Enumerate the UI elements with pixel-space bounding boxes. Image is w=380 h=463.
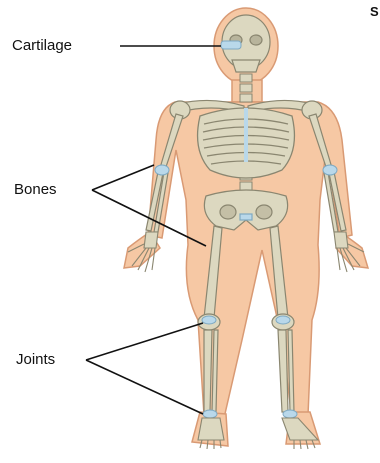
ankle-joint-right [203, 410, 217, 418]
corner-letter: S [370, 4, 379, 19]
ankle-joint-left [283, 410, 297, 418]
bones-leader-line-arm [92, 165, 154, 190]
bones-label: Bones [14, 181, 57, 198]
elbow-joint-right [155, 165, 169, 175]
nasal-cartilage [221, 41, 241, 49]
elbow-joint-left [323, 165, 337, 175]
knee-joint-left [276, 316, 290, 324]
knee-joint-right [202, 316, 216, 324]
rib-cage [198, 108, 295, 178]
joints-label: Joints [16, 351, 55, 368]
joints-leader-line-ankle [86, 360, 203, 414]
joints-leader-line-knee [86, 323, 203, 360]
cartilage-label: Cartilage [12, 37, 72, 54]
